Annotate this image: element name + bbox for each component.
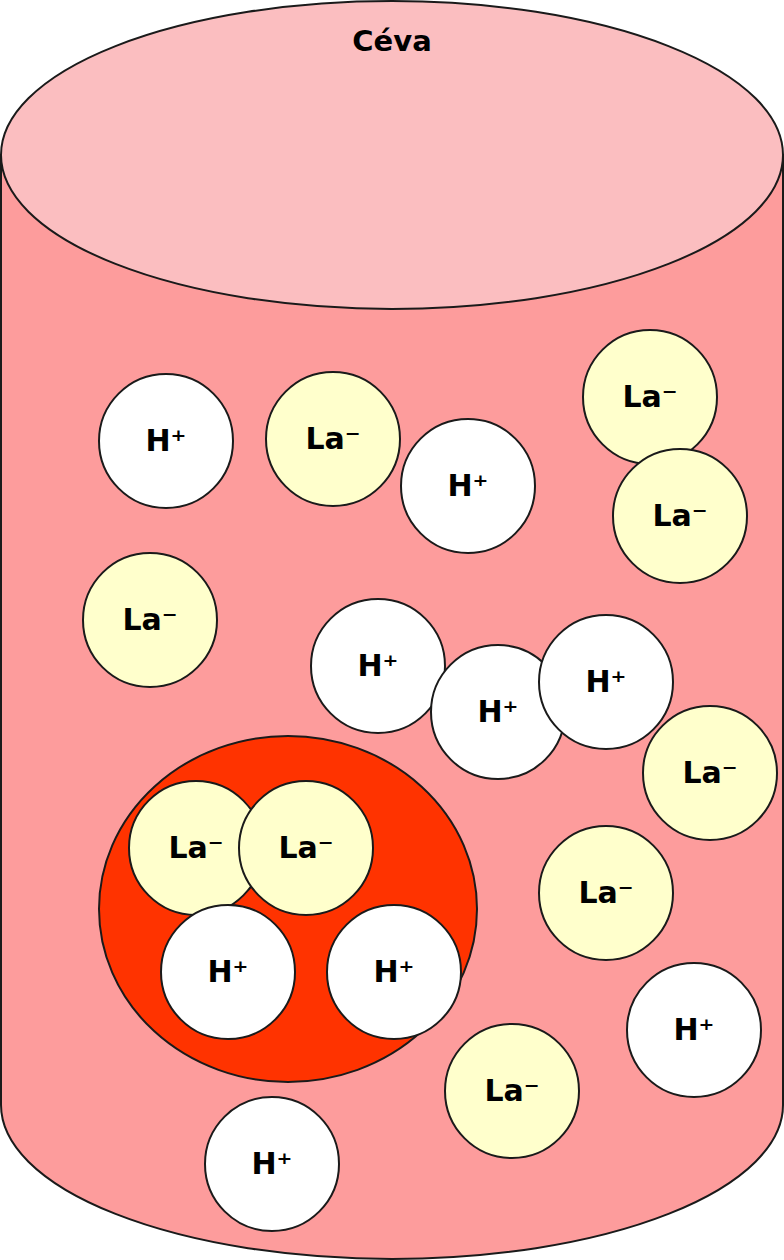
ion-circle: La⁻	[612, 448, 748, 584]
ion-shape	[161, 905, 295, 1039]
ion-shape	[643, 706, 777, 840]
ion-label: La⁻	[168, 833, 223, 863]
ion-label: La⁻	[682, 758, 737, 788]
ion-shape	[205, 1097, 339, 1231]
ion-shape	[539, 615, 673, 749]
ion-circle: H⁺	[310, 598, 446, 734]
ion-circle: H⁺	[326, 904, 462, 1040]
ion-circle: La⁻	[82, 552, 218, 688]
ion-label: La⁻	[122, 605, 177, 635]
ion-circle: La⁻	[538, 825, 674, 961]
ion-label: H⁺	[674, 1015, 715, 1045]
vessel-top	[1, 1, 783, 309]
ion-label: H⁺	[146, 426, 187, 456]
ion-circle: La⁻	[642, 705, 778, 841]
ion-shape	[401, 419, 535, 553]
droplet-shape	[99, 736, 477, 1082]
ion-shape	[539, 826, 673, 960]
ion-shape	[266, 372, 400, 506]
ion-circle: La⁻	[444, 1023, 580, 1159]
ion-label: H⁺	[208, 957, 249, 987]
ion-shape	[445, 1024, 579, 1158]
ion-shape	[239, 781, 373, 915]
droplet-circle: La⁻ La⁻ H⁺ H⁺	[98, 735, 478, 1083]
ion-label: H⁺	[358, 651, 399, 681]
ion-shape	[327, 905, 461, 1039]
vessel-label: Céva	[0, 0, 784, 58]
ion-circle: La⁻	[265, 371, 401, 507]
ion-circle: H⁺	[204, 1096, 340, 1232]
ion-circle: H⁺	[626, 962, 762, 1098]
ion-shape	[83, 553, 217, 687]
ion-shape	[583, 330, 717, 464]
ion-shape	[627, 963, 761, 1097]
ion-shape	[99, 374, 233, 508]
ion-circle: H⁺	[400, 418, 536, 554]
ion-circle: H⁺	[98, 373, 234, 509]
ion-label: La⁻	[484, 1076, 539, 1106]
ion-label: H⁺	[448, 471, 489, 501]
ion-label: La⁻	[305, 424, 360, 454]
ion-circle: H⁺	[160, 904, 296, 1040]
ion-label: H⁺	[586, 667, 627, 697]
ion-circle: La⁻	[238, 780, 374, 916]
ion-shape	[311, 599, 445, 733]
ion-circle: H⁺	[538, 614, 674, 750]
ion-circle: La⁻	[582, 329, 718, 465]
ion-label: H⁺	[478, 697, 519, 727]
ion-label: La⁻	[278, 833, 333, 863]
vessel-body	[1, 155, 783, 1259]
ion-shape	[613, 449, 747, 583]
ion-label: La⁻	[622, 382, 677, 412]
ion-label: La⁻	[578, 878, 633, 908]
ion-label: H⁺	[252, 1149, 293, 1179]
ion-label: La⁻	[652, 501, 707, 531]
ion-label: H⁺	[374, 957, 415, 987]
